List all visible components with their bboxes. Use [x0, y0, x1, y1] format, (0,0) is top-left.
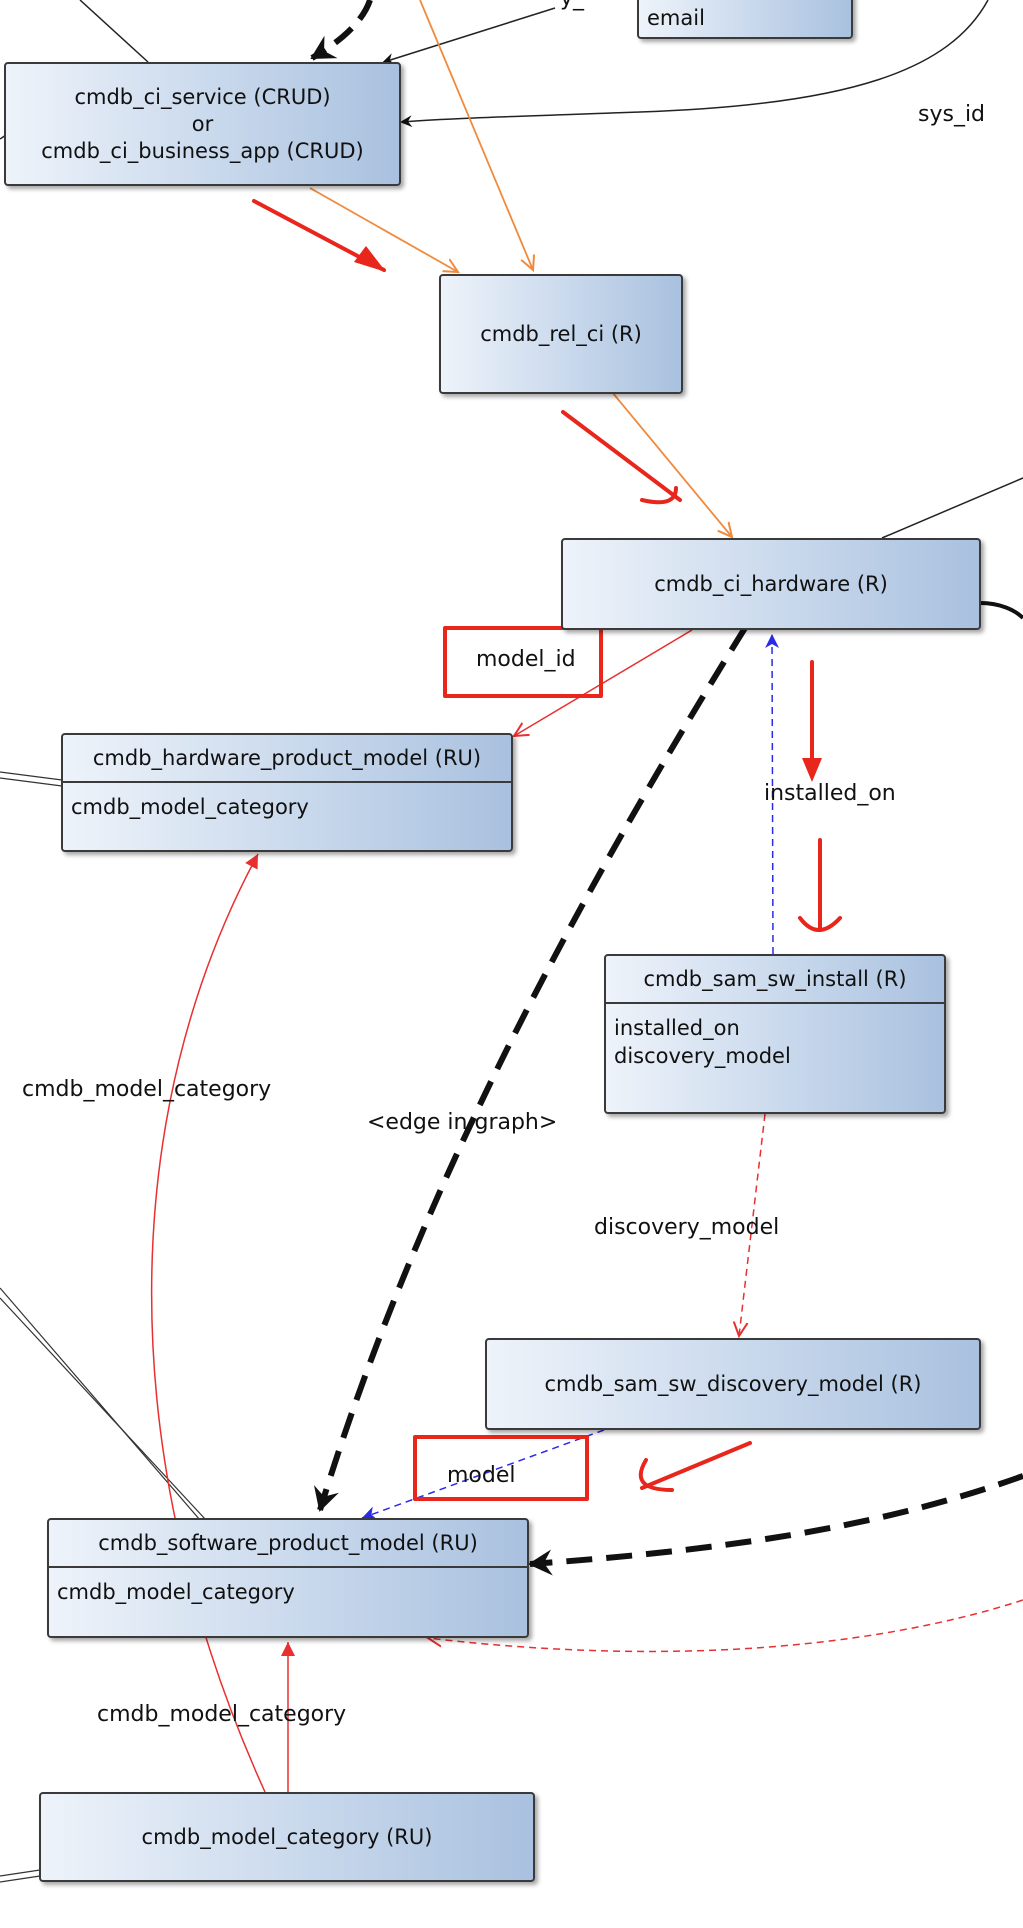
annotation-arrow-5-head: [638, 1458, 674, 1492]
edge-email-to-ci-service: [382, 7, 556, 65]
annotation-arrow-1-head: [354, 246, 386, 272]
edge-sys-id: [400, 0, 989, 128]
model-category-node[interactable]: cmdb_model_category (RU): [39, 1792, 535, 1882]
sam-sw-install-field-1: discovery_model: [614, 1044, 791, 1068]
ci-service-line3: cmdb_ci_business_app (CRUD): [41, 138, 364, 163]
sam-sw-discovery-model-node[interactable]: cmdb_sam_sw_discovery_model (R): [485, 1338, 981, 1430]
edge-label-model-category-bottom: cmdb_model_category: [97, 1702, 347, 1727]
ci-service-line2: or: [191, 111, 214, 136]
edge-label-edge-in-graph: <edge in graph>: [367, 1110, 558, 1135]
edge-dashed-right-into-sw: [528, 1473, 1023, 1576]
hw-product-model-node[interactable]: cmdb_hardware_product_model (RU) cmdb_mo…: [61, 733, 513, 852]
edge-label-model: model: [447, 1463, 516, 1488]
edge-label-model-category-left: cmdb_model_category: [22, 1077, 272, 1102]
edge-top-left: [79, 0, 149, 63]
annotation-arrow-5: [640, 1441, 752, 1490]
annotation-arrow-2-head: [640, 486, 678, 505]
sam-sw-install-field-0: installed_on: [614, 1016, 740, 1040]
edge-model: [361, 1429, 605, 1520]
model-category-label: cmdb_model_category (RU): [141, 1824, 433, 1849]
edge-label-installed-on: installed_on: [764, 781, 896, 806]
sam-sw-install-title: cmdb_sam_sw_install (R): [606, 956, 944, 1004]
annotation-arrow-4-head: [798, 916, 842, 932]
edge-double-left-sw: [0, 1287, 207, 1521]
annotation-box-model-id: [443, 626, 603, 698]
edge-hardware-top-right: [881, 477, 1023, 539]
sam-sw-install-node[interactable]: cmdb_sam_sw_install (R) installed_on dis…: [604, 954, 946, 1114]
ci-hardware-node[interactable]: cmdb_ci_hardware (R): [561, 538, 981, 630]
ci-service-node[interactable]: cmdb_ci_service (CRUD) or cmdb_ci_busine…: [4, 62, 401, 186]
annotation-marks: [252, 199, 842, 1501]
edge-model-category-to-hw: [150, 853, 266, 1793]
edge-double-left-category: [0, 1869, 41, 1883]
edge-label-top-partial: y_: [560, 0, 584, 12]
edge-label-model-id: model_id: [476, 647, 576, 672]
hw-product-model-field-0: cmdb_model_category: [71, 795, 309, 819]
rel-ci-node[interactable]: cmdb_rel_ci (R): [439, 274, 683, 394]
sw-product-model-title: cmdb_software_product_model (RU): [49, 1520, 527, 1568]
sam-sw-discovery-model-label: cmdb_sam_sw_discovery_model (R): [544, 1371, 922, 1396]
annotation-arrow-3-head: [802, 758, 822, 782]
sw-product-model-node[interactable]: cmdb_software_product_model (RU) cmdb_mo…: [47, 1518, 529, 1638]
email-node-label: email: [647, 6, 705, 30]
sw-product-model-field-0: cmdb_model_category: [57, 1580, 295, 1604]
edge-dashed-into-ci-service: [310, 0, 373, 61]
ci-hardware-label: cmdb_ci_hardware (R): [654, 571, 888, 596]
edge-orange-service-to-rel-ci: [309, 187, 458, 272]
edge-discovery-model: [739, 1113, 766, 1336]
edge-in-graph: [314, 626, 748, 1512]
edge-installed-on: [765, 633, 780, 955]
edge-orange-top-to-rel-ci: [419, 0, 533, 270]
edge-red-dashed-right-into-sw: [428, 1599, 1023, 1653]
email-node[interactable]: email: [637, 0, 853, 39]
edge-orange-rel-ci-to-hardware: [611, 391, 732, 537]
edge-hardware-right-thick: [979, 601, 1023, 620]
annotation-arrow-2: [561, 410, 682, 502]
edge-label-discovery-model: discovery_model: [594, 1215, 780, 1240]
annotation-box-model: [413, 1435, 589, 1501]
edge-label-sys-id: sys_id: [918, 102, 986, 127]
rel-ci-label: cmdb_rel_ci (R): [480, 321, 642, 346]
ci-service-line1: cmdb_ci_service (CRUD): [74, 84, 331, 109]
edge-double-left-hw: [0, 771, 63, 787]
hw-product-model-title: cmdb_hardware_product_model (RU): [63, 735, 511, 783]
